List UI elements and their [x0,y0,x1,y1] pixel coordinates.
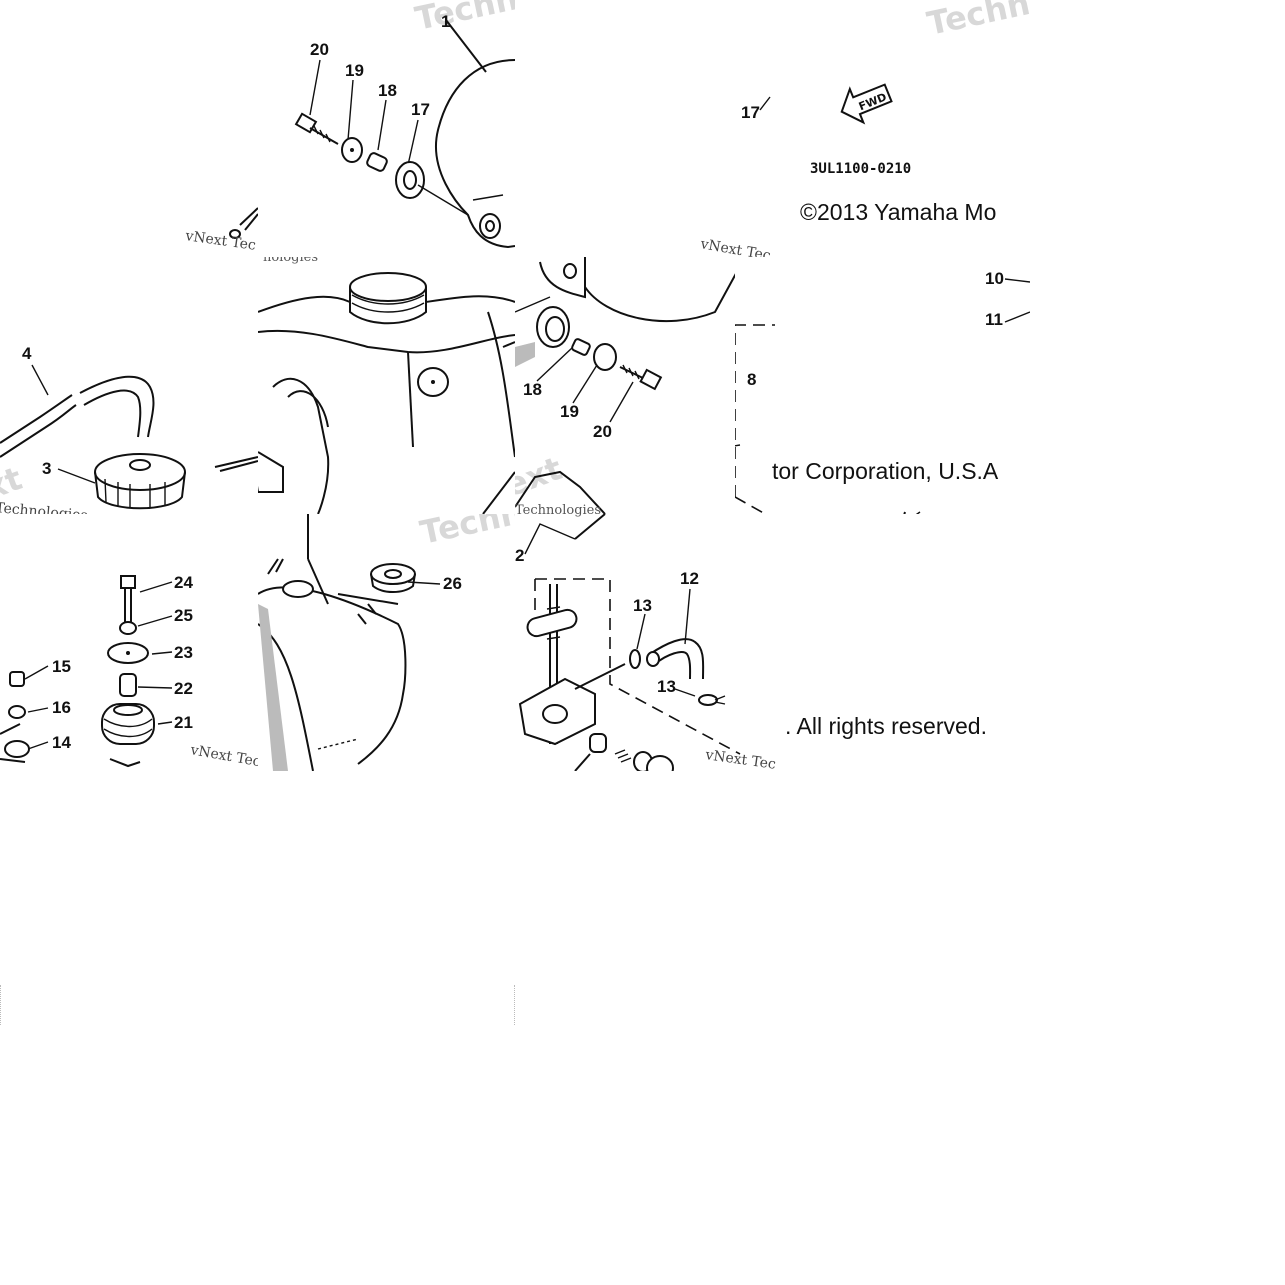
watermark-vnext: vNext Tec [698,236,772,257]
clip-13b [698,694,726,706]
callout-17: 17 [411,100,430,119]
tile-fuel-tank-bottom: Techn 26 [258,514,515,771]
watermark-nologies: nologies [263,257,318,265]
callout-11: 11 [985,310,1003,329]
callout-2: 2 [515,546,524,565]
copyright-line-1: ©2013 Yamaha Mo [800,199,996,225]
callout-23: 23 [174,643,193,662]
tile-cap-hose: ext 4 3 Technologies [0,257,258,514]
fragment-mark-left [0,985,7,1025]
tile-bracket-bolt-assembly: Techn 20 19 18 17 1 [258,0,515,257]
fuel-cock-2 [518,584,626,746]
callout-25: 25 [174,606,193,625]
tile-rear-bolt-assembly: ext 18 19 20 Technologies [515,257,772,514]
grommet-26 [370,563,416,593]
callout-19: 19 [345,61,364,80]
copyright-line-2: tor Corporation, U.S.A [772,458,999,484]
callout-22: 22 [174,679,193,698]
callout-15: 15 [52,657,71,676]
callout-16: 16 [52,698,71,717]
bolt-20 [294,112,339,145]
watermark-text: Techn [417,514,515,552]
callout-13b: 13 [657,677,676,696]
watermark-text: Techno [924,0,1030,43]
callout-21: 21 [174,713,193,732]
washer-25 [119,621,137,635]
tile-header-info: Techno 17 FWD 3UL1100-0210 ©2013 Yamaha … [515,0,1030,257]
callout-3: 3 [42,459,51,478]
callout-13a: 13 [633,596,652,615]
grommet-17b [536,306,570,348]
hose-12 [646,638,705,680]
callout-4: 4 [22,344,32,363]
fwd-arrow-icon: FWD [840,83,893,125]
collar-14 [4,740,30,758]
tile-fuel-tank-top: nologies [258,257,515,514]
tile-fuel-cock: Technologies 2 12 13 13 [515,514,1030,771]
grommet-21 [101,703,155,745]
bolt-15 [9,671,25,687]
watermark-technologies: Technologies [515,503,601,514]
callout-18b: 18 [523,380,542,399]
callout-20: 20 [310,40,329,59]
callout-18: 18 [378,81,397,100]
callout-14: 14 [52,733,71,752]
part-code: 3UL1100-0210 [810,161,911,177]
watermark-vnext: vNext Tec [703,747,776,771]
callout-26: 26 [443,574,462,593]
tile-left-strip: vNext Tec [0,0,258,257]
callout-10: 10 [985,269,1004,288]
filler-neck [349,272,427,325]
callout-19b: 19 [560,402,579,421]
grommet-17 [395,161,425,199]
callout-12: 12 [680,569,699,588]
copyright-line-3: . All rights reserved. [785,713,987,739]
callout-24: 24 [174,573,193,592]
bolt-20b [619,364,663,391]
watermark-vnext: vNext Tec [183,228,256,254]
callout-17b: 17 [741,103,760,122]
watermark-technologies: Technologies [0,500,88,514]
washer-16 [8,705,26,719]
callout-8: 8 [747,370,756,389]
callout-20b: 20 [593,422,612,441]
clip-13a [629,649,641,669]
hose-4 [0,375,155,458]
strainer-parts [589,733,674,771]
collar-22 [119,673,137,697]
callout-1: 1 [441,12,450,31]
tile-mount-hardware: 24 25 23 22 21 15 16 14 [0,514,258,771]
collar-18 [366,152,388,172]
watermark-vnext: vNext Tec [188,742,258,770]
watermark-text: Techn [412,0,515,38]
fuel-cap-3 [94,453,186,510]
fragment-mark-center [514,985,521,1025]
bolt-24 [120,575,136,624]
watermark-technologies: Technologies [515,514,601,518]
